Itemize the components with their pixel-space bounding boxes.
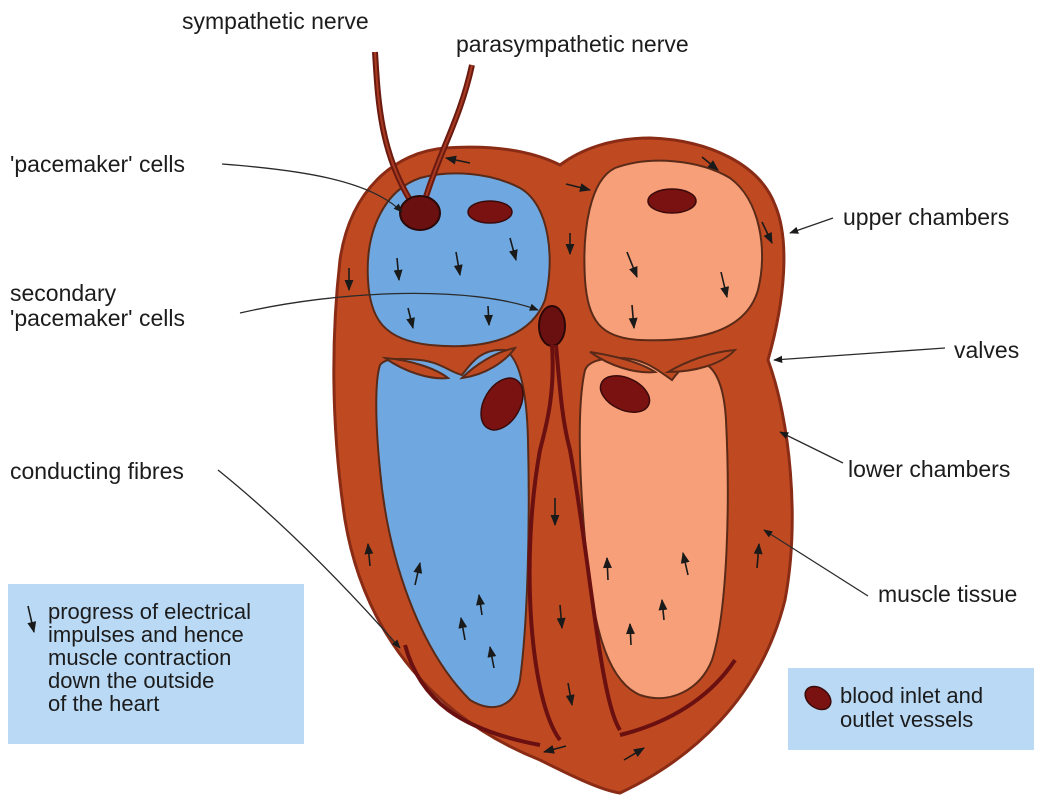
legend-vessel-line-1: blood inlet and	[840, 684, 983, 707]
legend-impulse-line-1: progress of electrical	[48, 600, 251, 623]
label-sympathetic-nerve: sympathetic nerve	[182, 8, 369, 34]
label-lower-chambers: lower chambers	[848, 456, 1010, 482]
legend-vessel-line-2: outlet vessels	[840, 708, 973, 731]
label-valves: valves	[954, 337, 1019, 363]
left-upper-chamber	[368, 173, 550, 346]
label-secondary-line1: secondary	[10, 280, 116, 306]
label-muscle-tissue: muscle tissue	[878, 581, 1017, 607]
legend-impulses: progress of electrical impulses and henc…	[8, 584, 304, 744]
vessel-oval-icon	[796, 678, 840, 718]
vessel-right-upper	[648, 189, 696, 213]
label-parasympathetic-nerve: parasympathetic nerve	[456, 31, 689, 57]
legend-impulse-line-4: down the outside	[48, 669, 214, 692]
label-conducting-fibres: conducting fibres	[10, 458, 184, 484]
legend-impulse-line-3: muscle contraction	[48, 646, 231, 669]
legend-impulse-line-5: of the heart	[48, 692, 159, 715]
legend-impulse-line-2: impulses and hence	[48, 623, 244, 646]
vessel-left-upper	[468, 201, 512, 223]
secondary-pacemaker-node	[539, 306, 565, 346]
legend-vessels: blood inlet and outlet vessels	[788, 668, 1034, 750]
label-pacemaker-cells: 'pacemaker' cells	[10, 151, 185, 177]
pacemaker-node	[400, 196, 440, 230]
label-upper-chambers: upper chambers	[843, 204, 1009, 230]
right-upper-chamber	[584, 161, 762, 341]
label-secondary-line2: 'pacemaker' cells	[10, 305, 185, 331]
